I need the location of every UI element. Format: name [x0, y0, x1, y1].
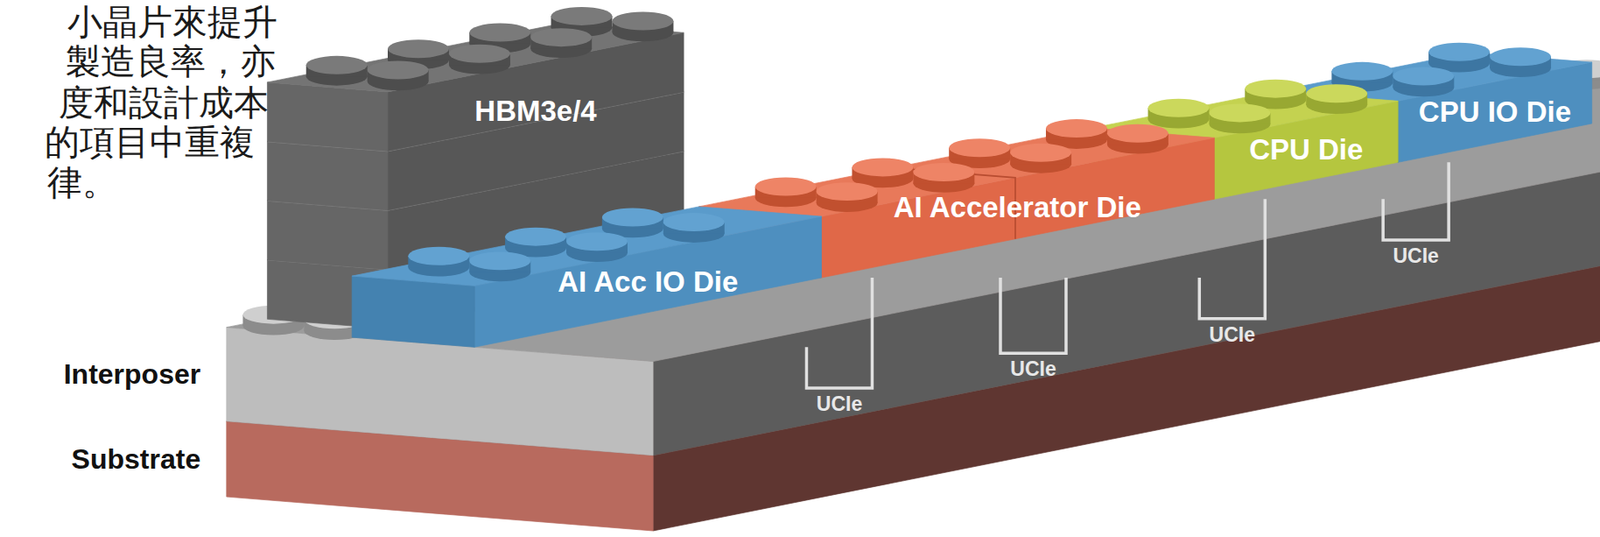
layer-label: Substrate	[71, 442, 202, 476]
stud-top	[387, 39, 450, 58]
io-die: AI Acc IO Die	[474, 216, 822, 347]
body-text: 製造良率，亦	[65, 41, 276, 82]
io-die: CPU IO Die	[1397, 62, 1593, 162]
hbm-layer-side	[266, 200, 388, 270]
accelerator-die: AI Accelerator Die	[821, 137, 1215, 278]
ucie-link	[1199, 198, 1265, 318]
stud-top	[1010, 143, 1072, 162]
stud-top	[1244, 79, 1306, 99]
link-label: UCIe	[816, 392, 863, 415]
stud-top	[449, 44, 511, 64]
ai-acc-io-die-front	[474, 216, 822, 347]
stud-top	[566, 231, 628, 251]
stud-top	[469, 251, 531, 270]
die-label: CPU Die	[1249, 133, 1363, 167]
ucie-link	[806, 277, 872, 388]
die-label: AI Accelerator Die	[893, 190, 1142, 225]
substrate-layer: Substrate	[68, 441, 205, 478]
body-text: 律。	[47, 161, 118, 203]
stud-top	[469, 23, 531, 43]
stud-top	[851, 157, 913, 176]
ucie-link	[1382, 161, 1449, 240]
stud-top	[1428, 42, 1490, 62]
stud-top	[367, 60, 429, 79]
ai-acc-io-die	[351, 206, 822, 347]
stud-top	[611, 12, 674, 31]
stud-top	[551, 7, 613, 26]
stud-top	[1208, 103, 1271, 122]
stud-top	[505, 227, 567, 246]
cpu-die: CPU Die	[1214, 100, 1398, 199]
hbm-layer-top	[266, 22, 684, 92]
stud-top	[816, 182, 878, 201]
die-label: CPU IO Die	[1418, 95, 1572, 129]
stud-top	[407, 246, 470, 266]
stud-top	[1045, 119, 1108, 138]
ai-accelerator-die-front	[821, 137, 1215, 278]
ai-acc-io-die-side	[351, 275, 475, 347]
body-text: 的項目中重複	[44, 121, 255, 162]
hbm-layer-side	[266, 82, 388, 152]
hbm-layer-side	[266, 141, 388, 211]
stud-top	[530, 28, 592, 47]
stud-top	[948, 138, 1011, 157]
stud-top	[306, 56, 368, 75]
stud-top	[755, 177, 817, 197]
ucie-bracket	[1000, 277, 1067, 353]
stud-top	[1305, 84, 1368, 103]
body-text: 度和設計成本	[58, 82, 269, 123]
stud-top	[1331, 62, 1393, 81]
stud-top	[912, 162, 975, 182]
stud-top	[1489, 47, 1551, 66]
link-label: UCIe	[1010, 357, 1056, 380]
stud-top	[1392, 66, 1454, 85]
die-label: HBM3e/4	[474, 94, 597, 128]
stud-top	[663, 212, 725, 232]
stud-top	[1107, 124, 1169, 143]
link-label: UCIe	[1209, 323, 1256, 346]
die-label: AI Acc IO Die	[557, 265, 738, 299]
hbm-layer-front	[387, 32, 684, 151]
body-text: 小晶片來提升	[67, 1, 278, 43]
stud-top	[1148, 98, 1210, 118]
interposer-layer: Interposer	[60, 356, 204, 393]
link-label: UCIe	[1392, 245, 1439, 267]
stud-top	[602, 208, 664, 227]
layer-label: Interposer	[63, 357, 201, 391]
